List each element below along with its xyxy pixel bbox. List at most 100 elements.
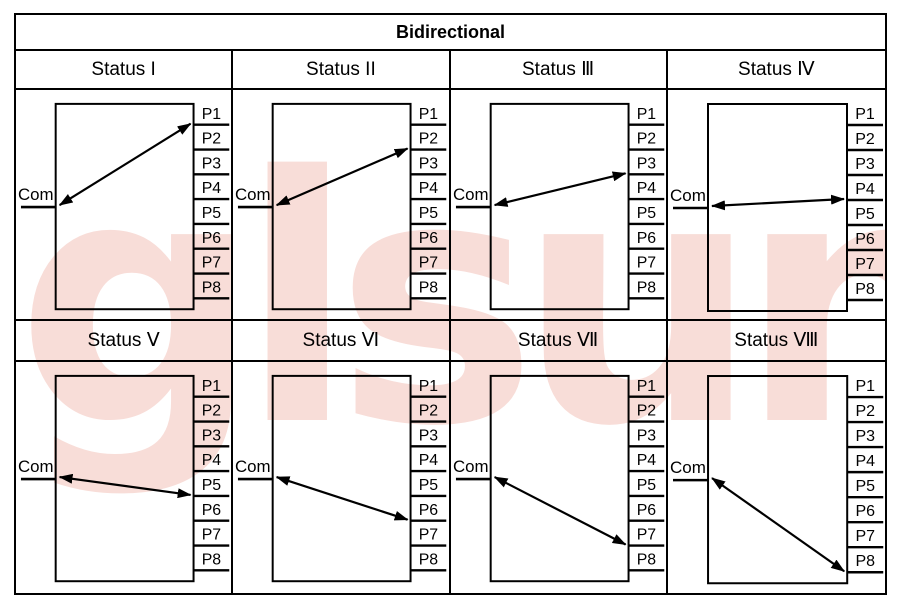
port-label: P2 <box>419 403 439 420</box>
port-label: P4 <box>419 180 439 197</box>
status-header-7: Status Ⅶ <box>450 321 668 362</box>
port-label: P8 <box>636 279 656 296</box>
port-label: P2 <box>855 131 875 148</box>
status-title: Status Ⅳ <box>738 59 815 80</box>
port-label: P6 <box>419 502 439 519</box>
port-label: P4 <box>855 181 875 198</box>
status-5-diagram: P1 P2 P3 P4 P5 P6 P7 P8 Com <box>16 362 234 593</box>
port-label: P2 <box>855 403 875 420</box>
port-label: P1 <box>419 106 439 123</box>
port-label: P2 <box>636 131 656 148</box>
port-label: P4 <box>636 180 656 197</box>
port-label: P5 <box>202 205 222 222</box>
port-label: P4 <box>202 452 222 469</box>
port-label: P5 <box>202 477 222 494</box>
status-3-diagram: P1 P2 P3 P4 P5 P6 P7 P8 Com <box>450 90 668 321</box>
status-title: Status Ⅷ <box>734 330 819 351</box>
port-label: P1 <box>419 378 439 395</box>
port-label: P6 <box>636 230 656 247</box>
port-label: P5 <box>419 205 439 222</box>
port-label: P5 <box>855 478 875 495</box>
connection-arrow <box>58 473 192 499</box>
port-label: P2 <box>202 403 222 420</box>
switch-box <box>489 102 630 311</box>
port-label: P6 <box>202 502 222 519</box>
port-label: P7 <box>636 255 656 272</box>
switch-diagram-svg: P1 P2 P3 P4 P5 P6 P7 P8 Com <box>670 375 883 585</box>
com-label: Com <box>452 457 488 476</box>
port-label: P8 <box>419 551 439 568</box>
connection-arrow <box>275 476 409 521</box>
port-label: P4 <box>636 452 656 469</box>
connection-arrow <box>275 147 409 207</box>
status-title: Status I <box>91 58 156 80</box>
connection-arrow <box>710 194 845 211</box>
status-header-2: Status II <box>233 51 451 90</box>
connection-arrow <box>493 476 626 546</box>
port-label: P3 <box>636 427 656 444</box>
switch-diagram-svg: P1 P2 P3 P4 P5 P6 P7 P8 Com <box>452 374 664 583</box>
status-header-4: Status Ⅳ <box>667 51 885 90</box>
port-label: P1 <box>202 378 222 395</box>
port-label: P3 <box>202 155 222 172</box>
port-label: P5 <box>636 477 656 494</box>
switch-box <box>706 375 848 585</box>
port-label: P4 <box>855 453 875 470</box>
connection-arrow <box>710 477 845 573</box>
port-label: P7 <box>419 527 439 544</box>
table-title: Bidirectional <box>16 15 885 51</box>
status-title: Status Ⅲ <box>522 59 595 80</box>
switch-box <box>271 374 412 583</box>
port-label: P8 <box>202 279 222 296</box>
port-label: P3 <box>419 155 439 172</box>
status-title: Status Ⅴ <box>87 330 160 351</box>
status-header-1: Status I <box>16 51 234 90</box>
connection-arrow <box>58 122 192 206</box>
status-6-diagram: P1 P2 P3 P4 P5 P6 P7 P8 Com <box>233 362 451 593</box>
com-label: Com <box>235 457 271 476</box>
status-1-diagram: P1 P2 P3 P4 P5 P6 P7 P8 Com <box>16 90 234 321</box>
status-7-diagram: P1 P2 P3 P4 P5 P6 P7 P8 Com <box>451 362 668 593</box>
switch-diagram-svg: P1 P2 P3 P4 P5 P6 P7 P8 Com <box>235 374 447 583</box>
port-label: P6 <box>855 503 875 520</box>
status-header-8: Status Ⅷ <box>667 321 885 362</box>
port-label: P7 <box>855 528 875 545</box>
port-label: P4 <box>419 452 439 469</box>
switch-diagram-svg: P1 P2 P3 P4 P5 P6 P7 P8 Com <box>18 374 230 583</box>
com-label: Com <box>670 458 706 477</box>
port-label: P6 <box>419 230 439 247</box>
status-header-3: Status Ⅲ <box>450 51 668 90</box>
port-label: P1 <box>855 106 875 123</box>
port-label: P1 <box>855 378 875 395</box>
port-label: P5 <box>419 477 439 494</box>
table-title-text: Bidirectional <box>395 21 506 42</box>
port-label: P3 <box>855 156 875 173</box>
port-label: P7 <box>202 527 222 544</box>
port-label: P3 <box>855 428 875 445</box>
switch-diagram-svg: P1 P2 P3 P4 P5 P6 P7 P8 Com <box>18 102 230 311</box>
port-label: P8 <box>855 281 875 298</box>
port-label: P1 <box>636 106 656 123</box>
com-label: Com <box>670 186 706 205</box>
port-label: P3 <box>636 155 656 172</box>
status-header-6: Status Ⅵ <box>233 321 451 362</box>
port-label: P7 <box>202 255 222 272</box>
com-label: Com <box>18 457 54 476</box>
port-label: P7 <box>855 256 875 273</box>
com-label: Com <box>452 185 488 204</box>
port-label: P7 <box>419 255 439 272</box>
status-header-5: Status Ⅴ <box>16 321 234 362</box>
port-label: P8 <box>419 279 439 296</box>
status-4-diagram: P1 P2 P3 P4 P5 P6 P7 P8 Com <box>667 90 885 321</box>
switch-box <box>271 102 412 311</box>
port-label: P7 <box>636 527 656 544</box>
port-label: P6 <box>202 230 222 247</box>
switch-diagram-svg: P1 P2 P3 P4 P5 P6 P7 P8 Com <box>452 102 664 311</box>
switch-diagram-svg: P1 P2 P3 P4 P5 P6 P7 P8 Com <box>670 103 883 312</box>
port-label: P5 <box>855 206 875 223</box>
port-label: P8 <box>855 553 875 570</box>
switch-box <box>706 103 848 312</box>
com-label: Com <box>18 185 54 204</box>
port-label: P8 <box>202 551 222 568</box>
status-title: Status Ⅵ <box>302 330 380 351</box>
